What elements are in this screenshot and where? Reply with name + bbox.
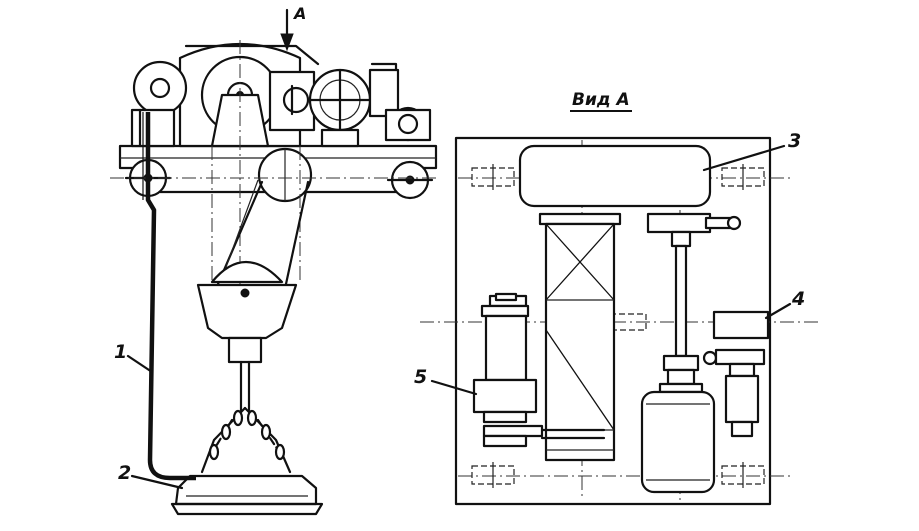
leader-1: [126, 354, 154, 374]
cable-reel: [130, 60, 188, 148]
label-cable: 1: [114, 341, 128, 363]
side-view: [110, 8, 440, 516]
plan-cable-reel: [518, 144, 712, 208]
trolley-brake: [368, 62, 400, 118]
plan-drum: [538, 212, 622, 462]
plan-view: [420, 136, 820, 506]
hoist-ropes: [216, 179, 310, 286]
upper-sheave: [257, 147, 313, 203]
leader-5: [430, 379, 478, 396]
lifting-magnet: [170, 474, 324, 516]
label-reel: 3: [788, 130, 802, 152]
plan-hoist-drive: [472, 292, 606, 448]
view-arrow-label: A: [294, 4, 307, 23]
view-arrow: [280, 8, 294, 52]
leader-2: [130, 474, 184, 490]
label-magnet: 2: [118, 462, 132, 484]
leader-3: [702, 144, 786, 172]
label-brake: 4: [792, 288, 806, 310]
chain-sling: [200, 406, 292, 474]
plan-view-title: Вид А: [570, 90, 632, 112]
right-wheel: [386, 160, 434, 200]
plan-travel-motor: [640, 390, 716, 494]
plan-frame: [454, 136, 772, 506]
power-cable: [145, 112, 196, 481]
leader-4: [764, 302, 792, 320]
trolley-motor: [308, 68, 372, 148]
travel-drive: [384, 106, 432, 142]
label-drive: 5: [414, 366, 428, 388]
plan-brake: [702, 310, 770, 438]
plan-travel-shaft: [646, 212, 742, 394]
gearbox: [268, 70, 316, 132]
hook-block: [196, 260, 298, 412]
plan-wheels: [471, 164, 765, 488]
